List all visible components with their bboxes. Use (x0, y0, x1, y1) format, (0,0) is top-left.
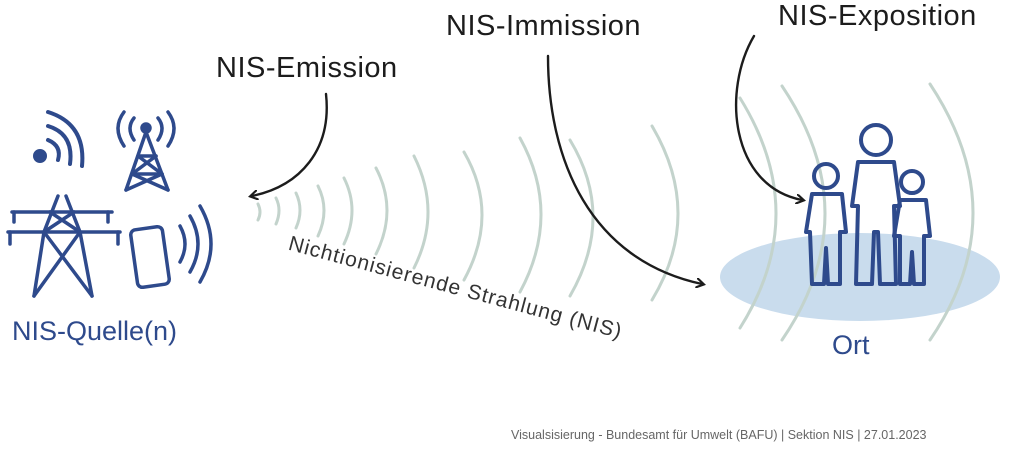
place-label: Ort (832, 330, 870, 360)
smartphone-icon (129, 204, 213, 290)
pointer-arrows (252, 34, 802, 284)
wifi-icon (33, 110, 85, 168)
credit-text: Visualsisierung - Bundesamt für Umwelt (… (511, 428, 927, 442)
family-icon (804, 123, 932, 286)
source-label: NIS-Quelle(n) (12, 316, 178, 346)
power-pylon-icon (6, 194, 122, 298)
radiation-waves (256, 82, 975, 342)
exposition-arrow (734, 34, 802, 200)
immission-label: NIS-Immission (446, 10, 642, 42)
exposition-label: NIS-Exposition (778, 0, 977, 32)
emission-label: NIS-Emission (216, 52, 398, 84)
cell-tower-icon (116, 110, 176, 192)
ground-ellipse (720, 233, 1000, 321)
emission-arrow (252, 92, 328, 196)
immission-arrow (546, 54, 702, 284)
